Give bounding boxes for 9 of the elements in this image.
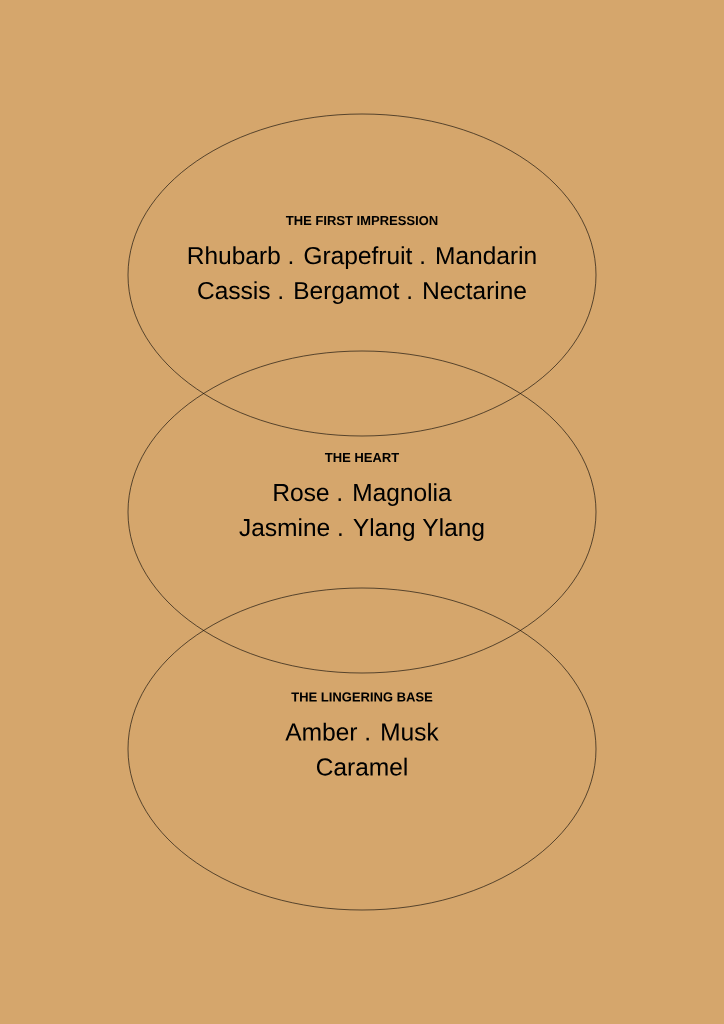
note-list: Rose . Magnolia Jasmine . Ylang Ylang — [239, 483, 484, 541]
note-list: Amber . Musk Caramel — [285, 722, 439, 776]
ellipse — [127, 350, 597, 674]
section-heading: THE LINGERING BASE — [291, 692, 433, 702]
note-list: Rhubarb . Grapefruit . Mandarin Cassis . Bergamot . Nectarine — [188, 246, 536, 305]
section-heading: THE FIRST IMPRESSION — [285, 215, 438, 226]
section-heading: THE HEART — [324, 453, 400, 462]
ellipse — [127, 113, 597, 437]
ellipse — [127, 587, 597, 911]
